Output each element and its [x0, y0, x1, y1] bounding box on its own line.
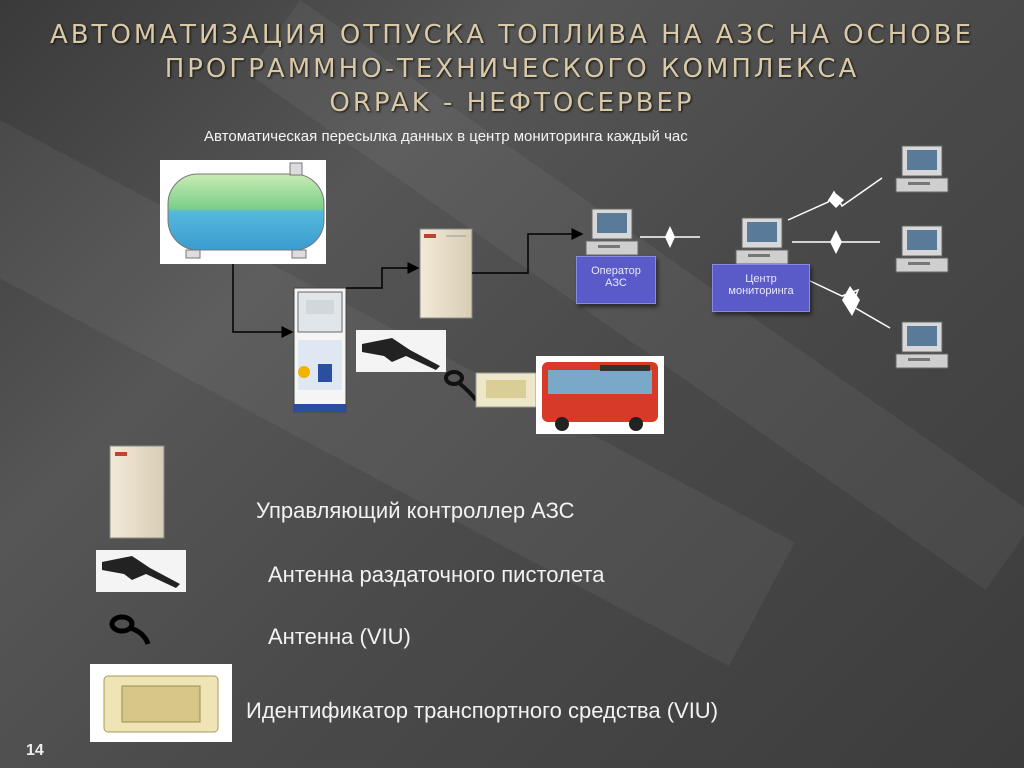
- operator-label-line-1: Оператор: [591, 265, 641, 277]
- legend-nozzle-image: [96, 550, 186, 592]
- bus-image: [536, 356, 664, 434]
- slide-number: 14: [26, 742, 44, 759]
- monitoring-center-box: Центр мониторинга: [712, 264, 810, 312]
- viu-antenna-image: [444, 370, 537, 408]
- controller-to-operator-arrow: [472, 228, 584, 274]
- legend-controller-text: Управляющий контроллер АЗС: [256, 498, 575, 523]
- nozzle-image: [356, 330, 446, 372]
- legend-nozzle-antenna-text: Антенна раздаточного пистолета: [268, 562, 605, 587]
- operator-label-line-2: АЗС: [605, 277, 627, 289]
- remote-pc-icon: [895, 145, 949, 193]
- legend-antenna-coil-image: [109, 614, 151, 645]
- tank-to-dispenser-arrow: [232, 264, 294, 338]
- fuel-dispenser: [293, 287, 347, 413]
- center-pc-icon: [735, 217, 789, 265]
- slide-title-line-3: ORPAK - НЕФТОСЕРВЕР: [329, 88, 695, 118]
- subtitle: Автоматическая пересылка данных в центр …: [204, 128, 688, 145]
- slide-title-line-1: АВТОМАТИЗАЦИЯ ОТПУСКА ТОПЛИВА НА АЗС НА …: [49, 20, 975, 50]
- dispenser-to-controller-arrow: [346, 262, 420, 289]
- operator-pc-icon: [585, 208, 639, 256]
- legend-controller-image: [109, 445, 165, 539]
- center-label-line-2: мониторинга: [728, 285, 794, 297]
- legend-viu-antenna-text: Антенна (VIU): [268, 624, 411, 649]
- remote-pc-icon: [895, 225, 949, 273]
- data-link-center-remote-1: [787, 177, 883, 221]
- slide-title-line-2: ПРОГРАММНО-ТЕХНИЧЕСКОГО КОМПЛЕКСА: [164, 54, 860, 84]
- controller-cabinet: [419, 228, 473, 319]
- fuel-tank: [160, 160, 326, 264]
- data-link-center-remote-3: [807, 279, 891, 329]
- data-link-center-remote-2: [792, 230, 880, 254]
- remote-pc-icon: [895, 321, 949, 369]
- operator-box: Оператор АЗС: [576, 256, 656, 304]
- center-label-line-1: Центр: [745, 273, 777, 285]
- legend-vehicle-id-image: [90, 664, 232, 742]
- data-link-operator-center: [640, 226, 700, 248]
- legend-vehicle-id-text: Идентификатор транспортного средства (VI…: [246, 698, 719, 723]
